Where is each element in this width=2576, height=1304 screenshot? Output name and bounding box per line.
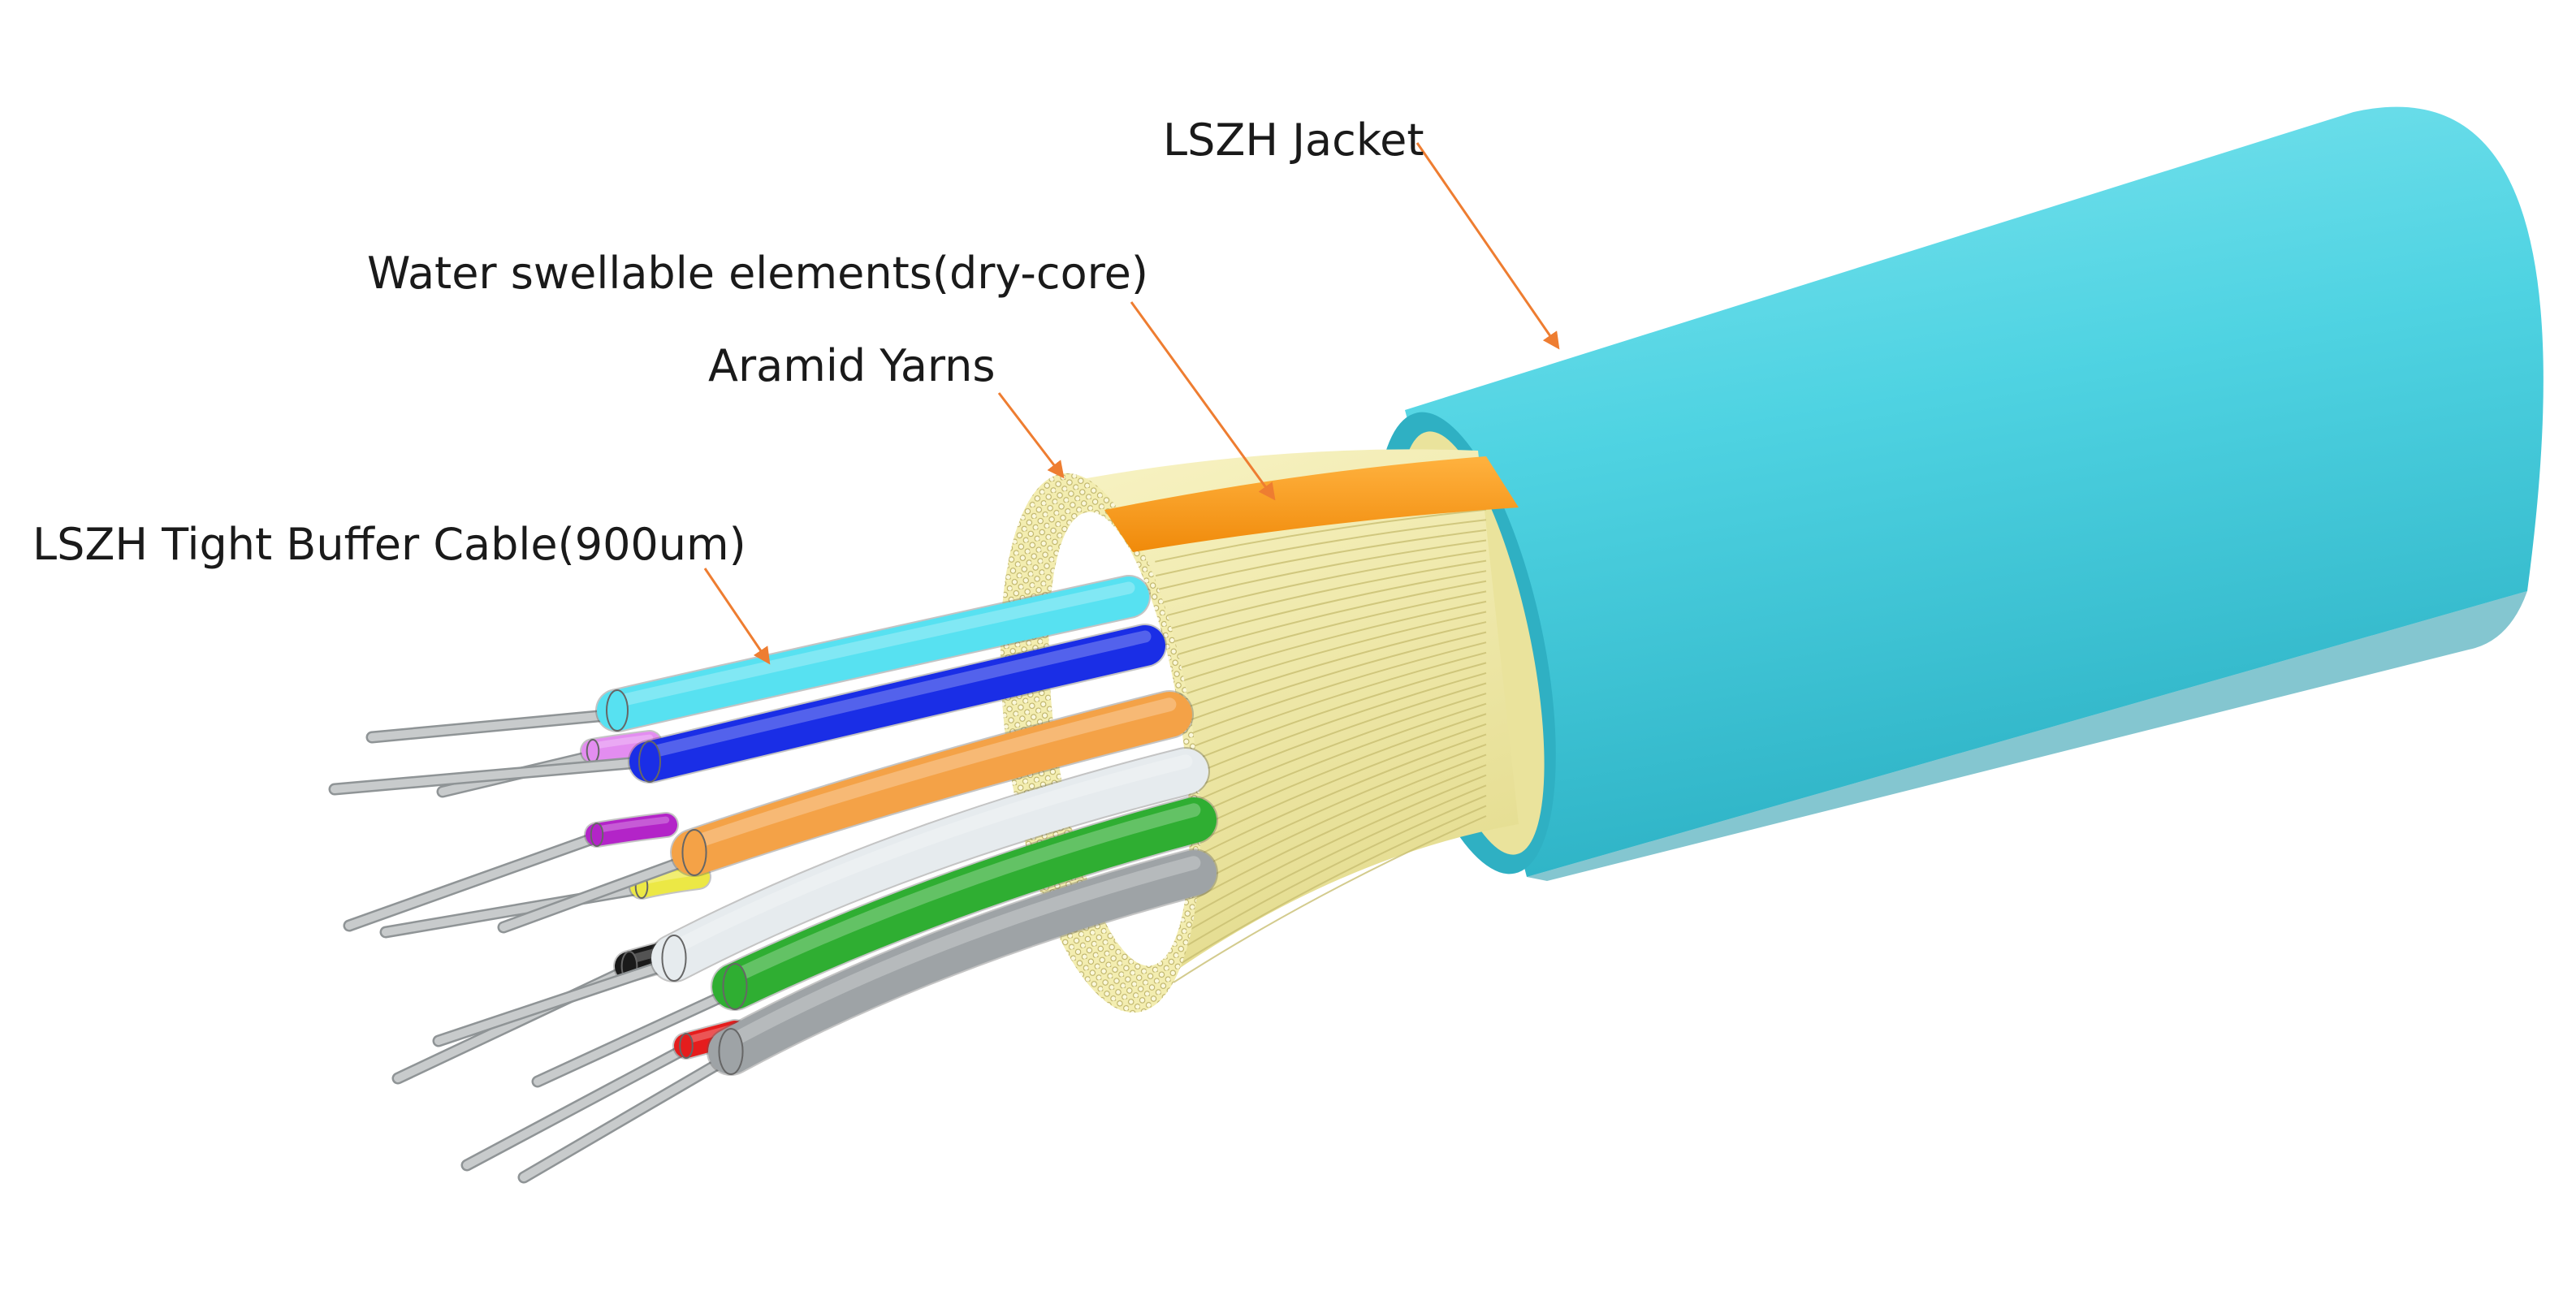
leader-buffer <box>703 568 771 665</box>
leader-jacket <box>1416 142 1560 350</box>
lszh-jacket <box>1376 106 2544 881</box>
fiber-red <box>463 1043 692 1169</box>
buffer-blue-highlight <box>643 630 1152 759</box>
label-lszh-jacket: LSZH Jacket <box>1163 114 1424 166</box>
fiber-violet <box>345 832 603 930</box>
fiber-grey <box>520 1051 737 1181</box>
buffer-cyan-sleeve <box>597 576 1149 731</box>
aramid-yarn-strands <box>1152 478 1487 983</box>
buffer-grey-sleeve <box>708 850 1217 1074</box>
label-water-swellable-elements: Water swellable elements(dry-core) <box>367 248 1148 299</box>
tight-buffer-fibers <box>328 575 1218 1184</box>
buffer-cyan <box>365 575 1151 744</box>
jacket-body <box>1405 106 2544 877</box>
buffer-grey-end <box>718 1028 744 1075</box>
buffer-violet <box>343 812 679 932</box>
buffer-grey <box>517 848 1218 1184</box>
buffer-orange <box>497 690 1194 934</box>
fiber-green <box>534 987 739 1086</box>
buffer-cyan-end <box>606 689 629 732</box>
buffer-orange-end <box>681 829 707 876</box>
buffer-orange-sleeve <box>672 692 1192 875</box>
buffer-blue-end <box>638 741 661 783</box>
fiber-cyan <box>368 710 620 741</box>
jacket-shadow <box>1527 591 2527 881</box>
fiber-orange <box>499 853 698 931</box>
buffer-white-highlight <box>667 754 1193 956</box>
buffer-blue <box>328 624 1167 796</box>
leader-aramid <box>997 392 1065 479</box>
buffer-orange-highlight <box>687 697 1177 850</box>
water-swellable-tape <box>1104 456 1519 552</box>
buffer-green-sleeve <box>712 797 1217 1009</box>
buffer-pink-end <box>586 739 600 763</box>
leader-water <box>1130 301 1276 501</box>
buffer-white <box>432 747 1210 1047</box>
fiber-white <box>434 957 681 1045</box>
callout-leaders <box>703 142 1560 665</box>
label-tight-buffer-cable: LSZH Tight Buffer Cable(900um) <box>32 519 746 570</box>
buffer-blue-sleeve <box>629 625 1165 782</box>
label-aramid-yarns: Aramid Yarns <box>708 340 996 391</box>
buffer-white-end <box>661 935 687 982</box>
buffer-white-sleeve <box>651 749 1208 981</box>
fiber-blue <box>331 758 652 793</box>
buffer-grey-highlight <box>724 856 1201 1049</box>
buffer-green <box>531 796 1218 1088</box>
buffer-red-end <box>679 1033 694 1059</box>
buffer-violet-end <box>590 823 604 847</box>
buffer-green-highlight <box>728 803 1201 984</box>
buffer-green-end <box>722 963 748 1010</box>
buffer-cyan-highlight <box>611 581 1135 708</box>
